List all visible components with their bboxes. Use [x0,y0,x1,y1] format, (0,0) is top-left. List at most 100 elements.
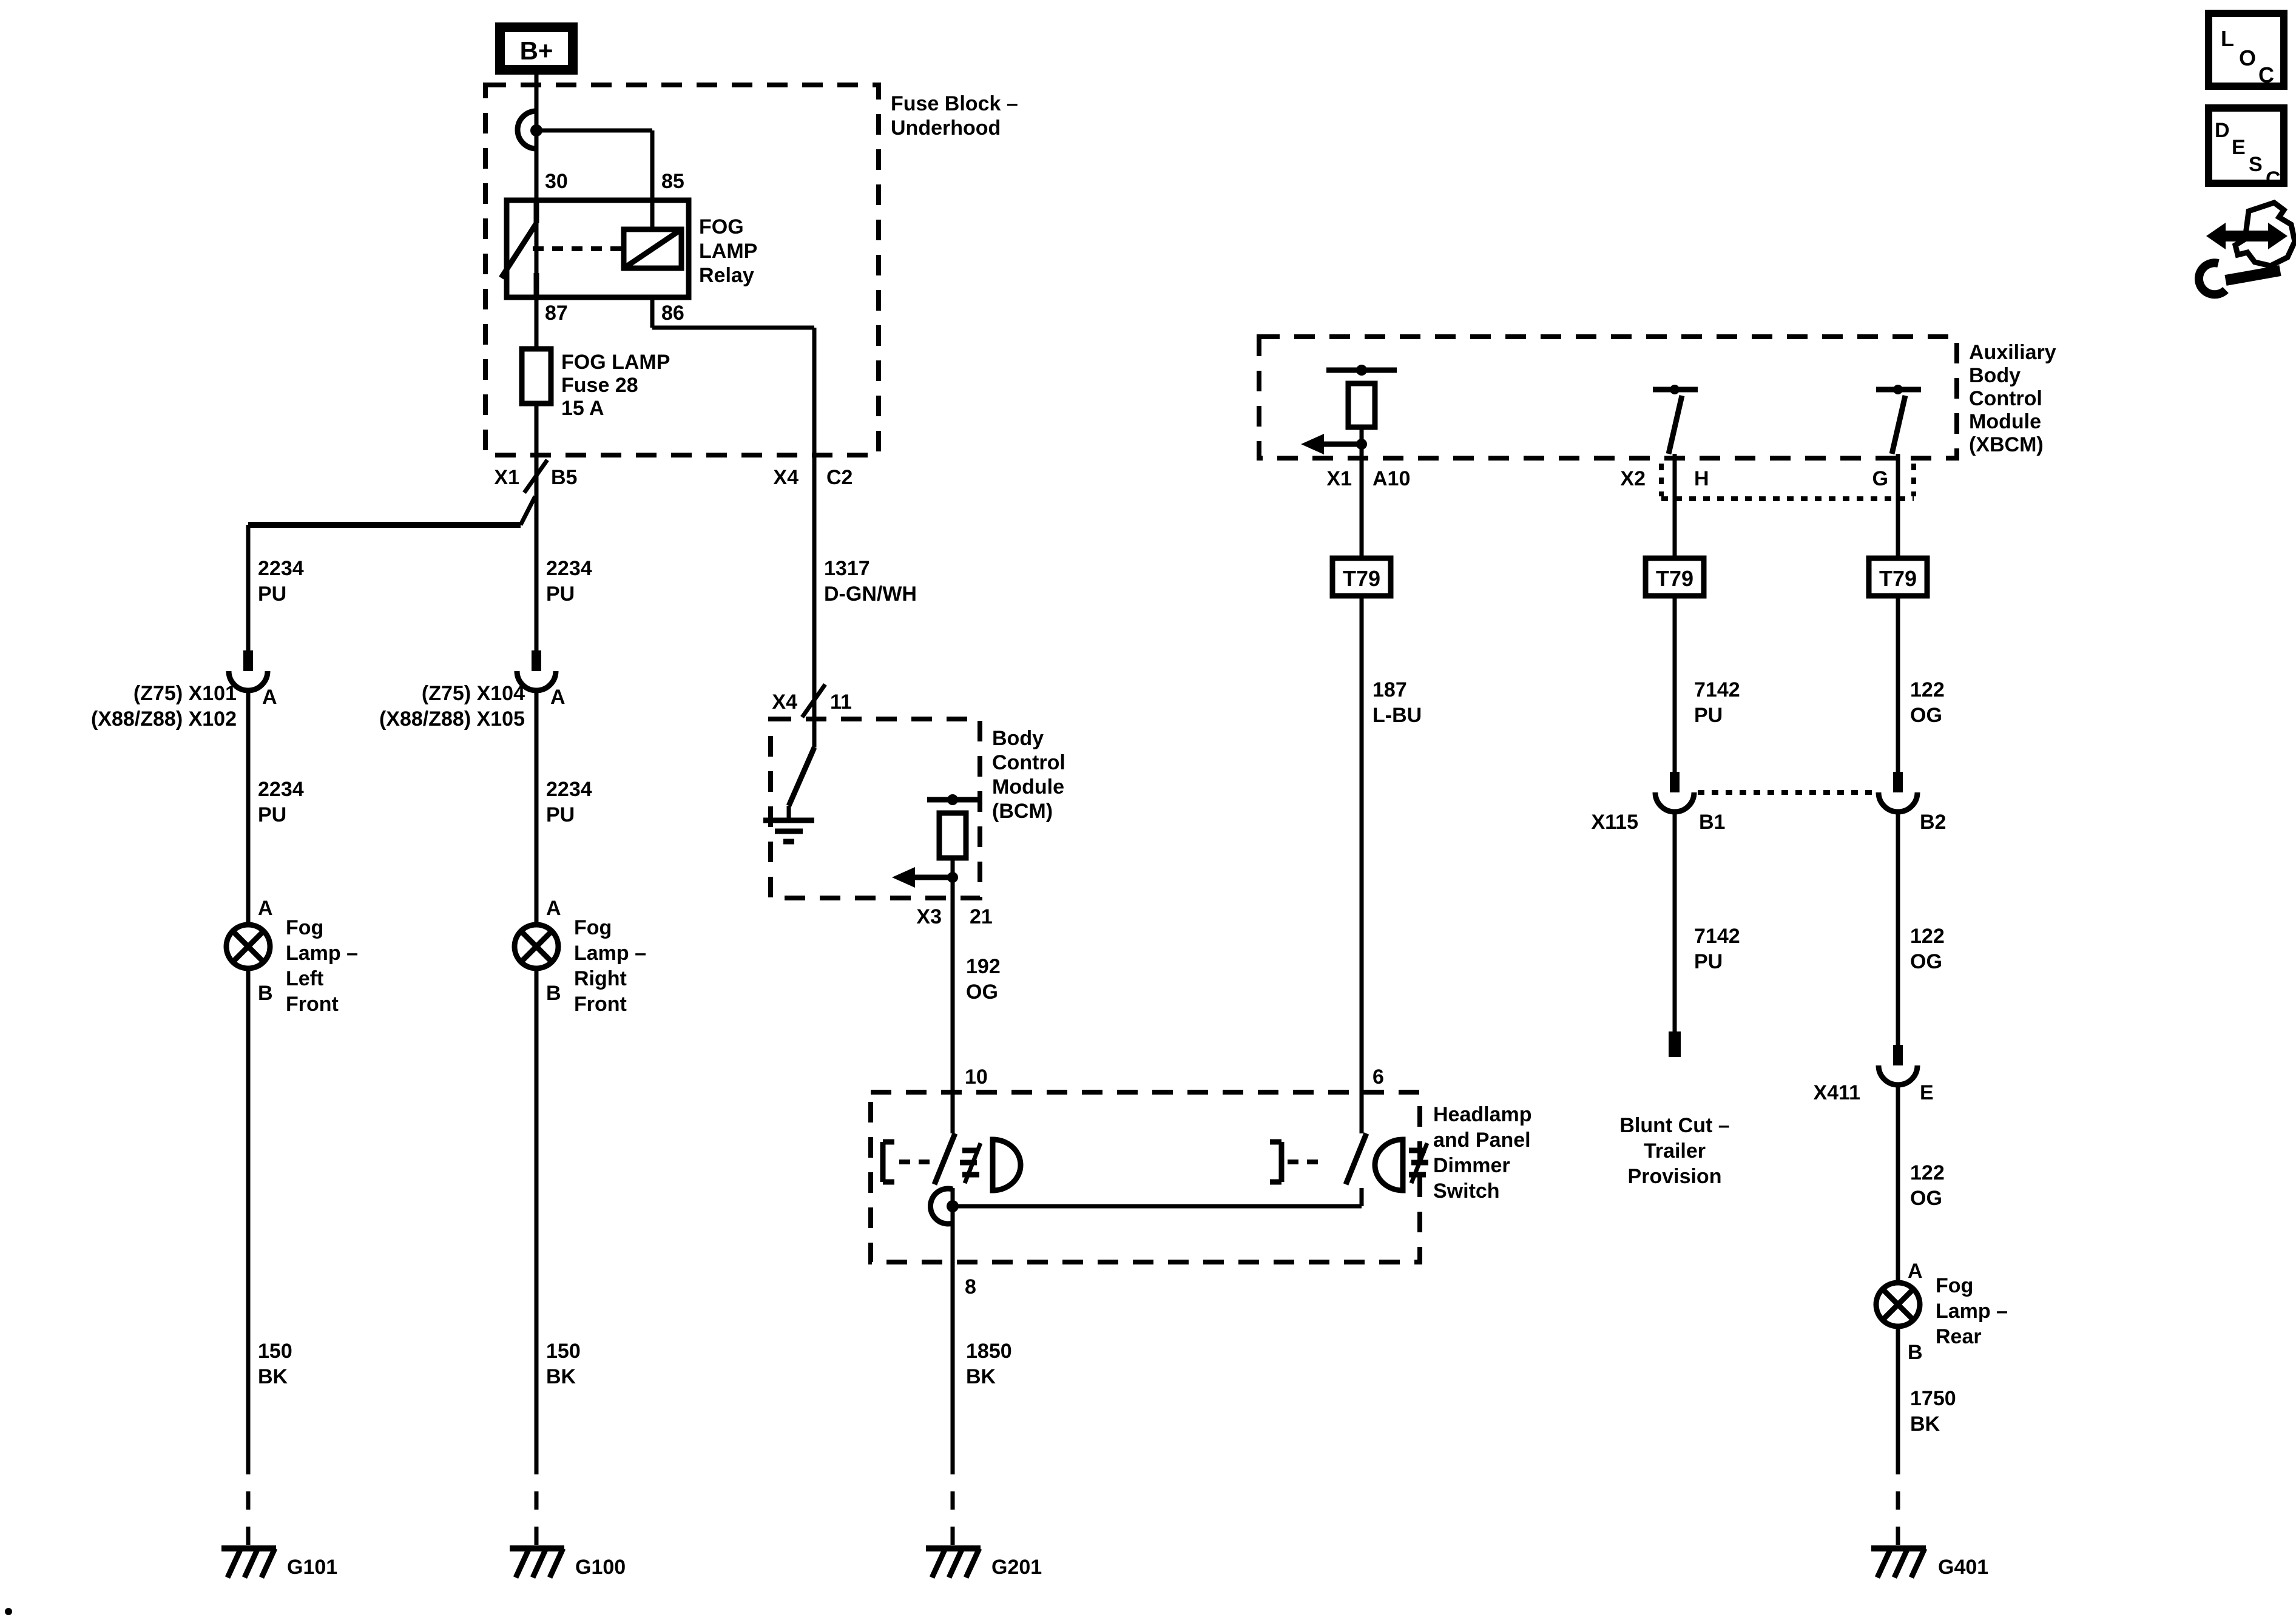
pin-e-label: E [1920,1081,1934,1104]
fuse-label-line1: FOG LAMP [561,351,670,374]
ground-hatch [963,1547,982,1579]
bcm-outline [768,717,982,900]
lamp-pin-b: B [258,982,273,1005]
connector-pass-tick [800,683,827,719]
pin-6-label: 6 [1373,1065,1384,1089]
loc-button-box[interactable] [2205,10,2288,90]
connector-x4-label: X4 [773,466,799,489]
headlamp-dimmer-switch: Headlamp and Panel Dimmer Switch [868,1090,1532,1264]
repair-navigate-button[interactable] [2194,199,2296,299]
ground-hatch [1891,1547,1911,1579]
pin-8-label: 8 [965,1275,976,1298]
page-mark-dot [5,1608,12,1615]
pin-21-label: 21 [970,905,993,928]
connector-socket-icon [514,670,559,694]
beam-slash [1409,1142,1430,1184]
junction-dot [1893,385,1903,394]
fog-lamp-lens-icon [990,1136,1024,1193]
xbcm-title-line: Body [1969,364,2021,387]
connector-socket-icon [1876,1065,1920,1088]
connector-x411-label: X411 [1813,1081,1860,1104]
fog-switch-blade [931,1132,958,1186]
wire-hop-icon [927,1186,954,1227]
wire-color-label: PU [1694,950,1723,973]
ground-g100: G100 [510,1456,626,1579]
takeout-t79-label: T79 [1879,566,1917,591]
connector-name-label: (Z75) X104 [422,682,525,705]
relay-title-line3: Relay [699,264,754,287]
xbcm-title-line: Auxiliary [1969,341,2056,364]
connector-x1-label: X1 [1326,467,1352,490]
connector-x4-label: X4 [772,690,797,714]
pin-h-label: H [1694,467,1709,490]
lamp-title-line: Lamp – [1936,1300,2008,1323]
fog-beam-slash [962,1142,983,1184]
connector-pin-label: A [550,686,566,709]
wire-color-label: PU [258,582,286,606]
wire-circuit-label: 122 [1910,925,1945,948]
blunt-cut-title-line: Blunt Cut – [1619,1114,1729,1137]
lamp-title-line: Rear [1936,1325,1982,1348]
desc-button[interactable]: D E S C [2205,104,2288,191]
ground-hatch [225,1547,244,1579]
auxiliary-body-control-module: Auxiliary Body Control Module (XBCM) [1257,334,2056,461]
fuse-label-line2: Fuse 28 [561,374,638,397]
xbcm-title-line: (XBCM) [1969,433,2044,456]
wire-circuit-label: 122 [1910,1161,1945,1184]
desc-letter: S [2249,153,2263,176]
driver-arrow-icon [892,867,915,888]
wire-circuit-label: 2234 [258,557,304,580]
wire-circuit-label: 2234 [546,557,592,580]
wire-color-label: BK [1910,1413,1940,1436]
fog-lamp-relay-box [504,197,692,300]
headlamp-lens-icon [1372,1136,1406,1193]
ground-hatch [1874,1547,1894,1579]
pin-11-label: 11 [830,690,852,714]
wire-circuit-label: 1850 [966,1340,1012,1363]
bcm-output-wire: 192 OG 10 [950,898,1001,1092]
fog-lamp-right-front: A B Fog Lamp – Right Front 150 BK [512,897,646,1456]
wire-color-label: OG [1910,950,1942,973]
desc-button-box[interactable] [2205,104,2288,187]
lamp-icon-x2 [519,929,554,964]
xbcm-connectors: X1 A10 X2 H G [1326,464,1916,501]
pin-g-label: G [1872,467,1888,490]
pin-a10-label: A10 [1373,467,1410,490]
fuse-icon [519,346,554,407]
wire-circuit-label: 7142 [1694,925,1740,948]
lamp-pin-a: A [1908,1260,1923,1283]
lamp-title-line: Right [574,967,627,990]
wire-color-label: PU [546,803,575,826]
wire-color-label: PU [1694,704,1723,727]
wire-circuit-label: 122 [1910,678,1945,701]
loc-button[interactable]: L O C [2205,10,2288,90]
ground-g401: G401 [1871,1456,1988,1579]
connector-x1-label: X1 [494,466,519,489]
relay-title-line1: FOG [699,215,744,238]
wire-circuit-label: 150 [258,1340,292,1363]
fuse-block-title-line2: Underhood [891,116,1001,140]
loc-letter: C [2258,62,2274,87]
connector-socket-icon [226,670,271,694]
dimmer-ground-leg: 8 1850 BK [950,1262,1012,1456]
relay-switch-blade [499,221,539,280]
driver-arrow-icon [1301,434,1324,454]
fog-lamp-left-front: A B Fog Lamp – Left Front 150 BK [223,897,358,1456]
ground-hatch [241,1547,261,1579]
bcm-title-line: (BCM) [992,800,1053,823]
connector-name-label: (Z75) X101 [133,682,237,705]
ground-hatch [530,1547,549,1579]
fuse-block-underhood: Fuse Block – Underhood 30 85 FOG LAMP Re… [483,83,1018,719]
wire-color-label: BK [258,1365,288,1388]
ground-g101: G101 [221,1456,337,1579]
wire-color-label: D-GN/WH [824,582,917,606]
wire-circuit-label: 1750 [1910,1387,1956,1410]
rear-fog-lamp-branch: 122 OG X411 E 122 OG A B Fog Lamp – Rear… [1813,813,2008,1456]
ground-label: G100 [575,1556,626,1579]
connector-pin-label: A [262,686,277,709]
wire-circuit-label: 7142 [1694,678,1740,701]
lamp-pin-a: A [258,897,273,920]
wire-color-label: BK [966,1365,996,1388]
lamp-title-line: Left [286,967,323,990]
